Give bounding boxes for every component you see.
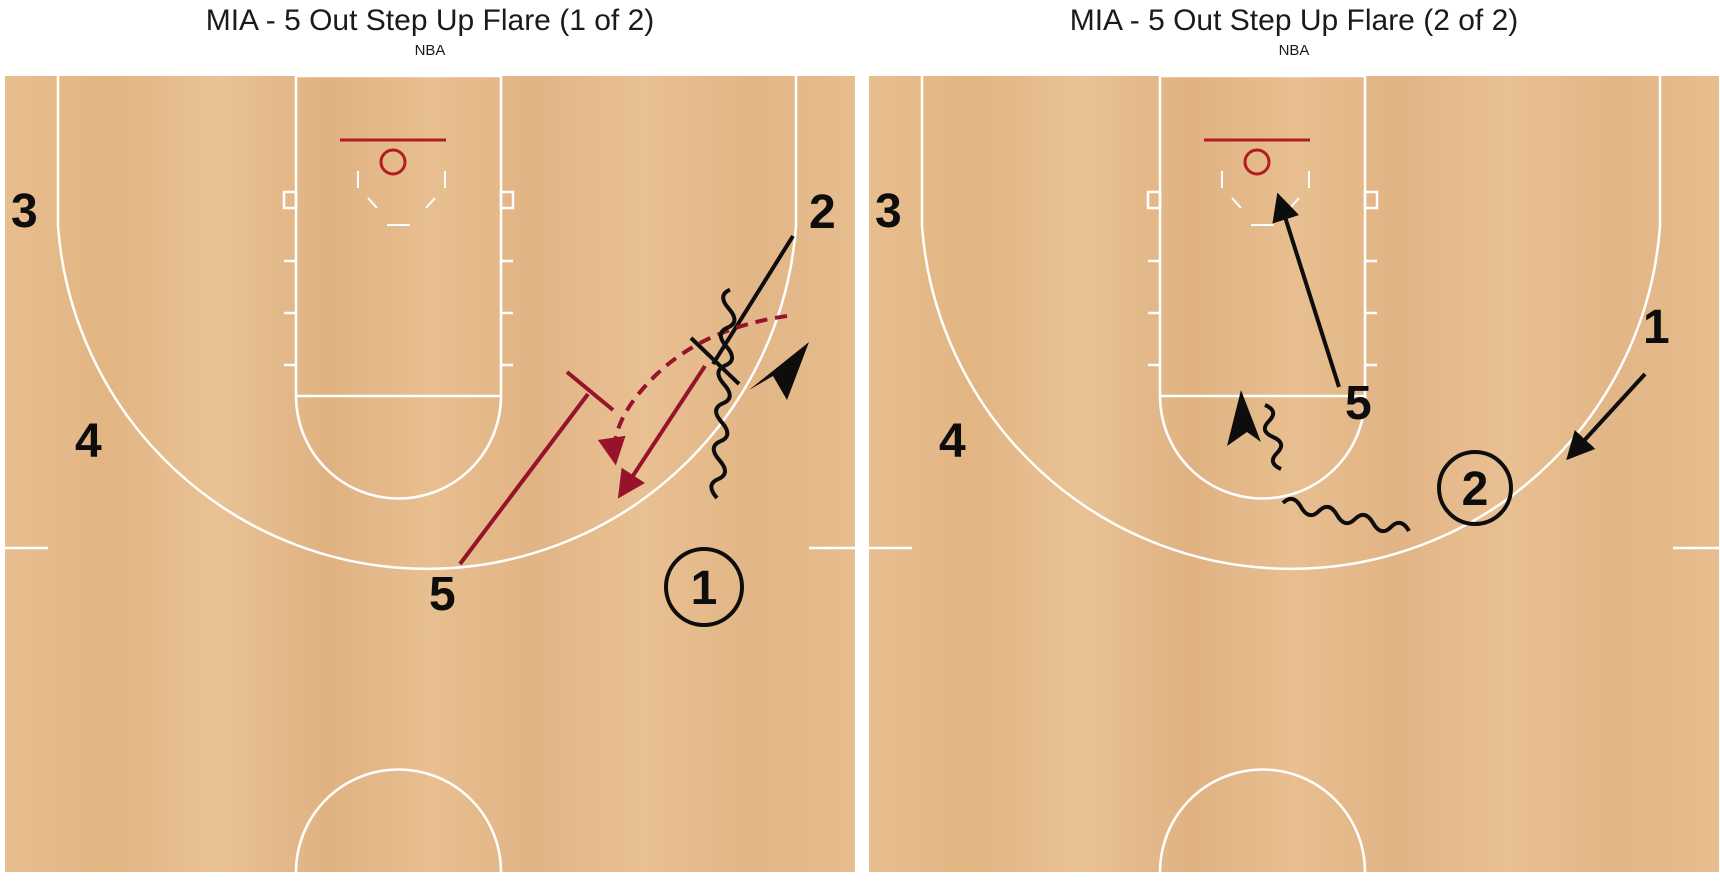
paint [294,76,503,398]
rim [379,148,407,176]
free-throw-circle [294,395,503,500]
player-2-label: 2 [1462,463,1489,516]
player-3-label: 3 [875,185,902,238]
player-2-label: 2 [809,186,836,239]
diagram-subtitle: NBA [1278,42,1310,59]
play-diagram-2: MIA - 5 Out Step Up Flare (2 of 2) NBA [869,0,1719,889]
player-2-dribble-upper [1262,403,1284,471]
restricted-area [357,171,446,226]
block-right [1363,190,1379,210]
half-court: 3 4 2 5 1 [5,76,855,872]
player-1-label: 1 [1643,301,1670,354]
court-floor [5,76,855,872]
player-1-dribble [709,287,737,500]
play-diagram-1: MIA - 5 Out Step Up Flare (1 of 2) NBA [5,0,855,889]
block-left [282,190,298,210]
player-5-label: 5 [1345,377,1372,430]
player-5-roll-path [1272,192,1341,388]
court-lines [5,76,855,872]
ball-handler-circle [1437,450,1513,526]
player-4-label: 4 [939,415,966,468]
block-left [1146,190,1162,210]
player-4-label: 4 [75,415,102,468]
free-throw-circle [1158,395,1367,500]
player-3-label: 3 [11,185,38,238]
player-5-screen-path [458,370,615,566]
rim [1243,148,1271,176]
player-5-label: 5 [429,568,456,621]
player-1-cut-path [1566,372,1647,461]
player-2-flare-cut [617,364,707,499]
court-lines [869,76,1719,872]
dribble-arrowhead [1227,390,1261,446]
player-1-label: 1 [691,562,718,615]
block-right [499,190,515,210]
diagram-title: MIA - 5 Out Step Up Flare (1 of 2) [205,4,655,37]
player-2-screen-path [689,234,795,386]
center-circle [1158,768,1367,872]
three-point-line [56,76,798,571]
player-5-flare-path [597,314,788,466]
half-court: 3 4 1 5 2 [869,76,1719,872]
diagram-subtitle: NBA [414,42,446,59]
player-2-dribble [1281,496,1411,534]
center-circle [294,768,503,872]
dribble-arrowhead [749,342,809,400]
diagram-title: MIA - 5 Out Step Up Flare (2 of 2) [1069,4,1519,37]
restricted-area [1221,171,1310,226]
three-point-line [920,76,1662,571]
ball-handler-circle [664,547,744,627]
court-floor [869,76,1719,872]
paint [1158,76,1367,398]
